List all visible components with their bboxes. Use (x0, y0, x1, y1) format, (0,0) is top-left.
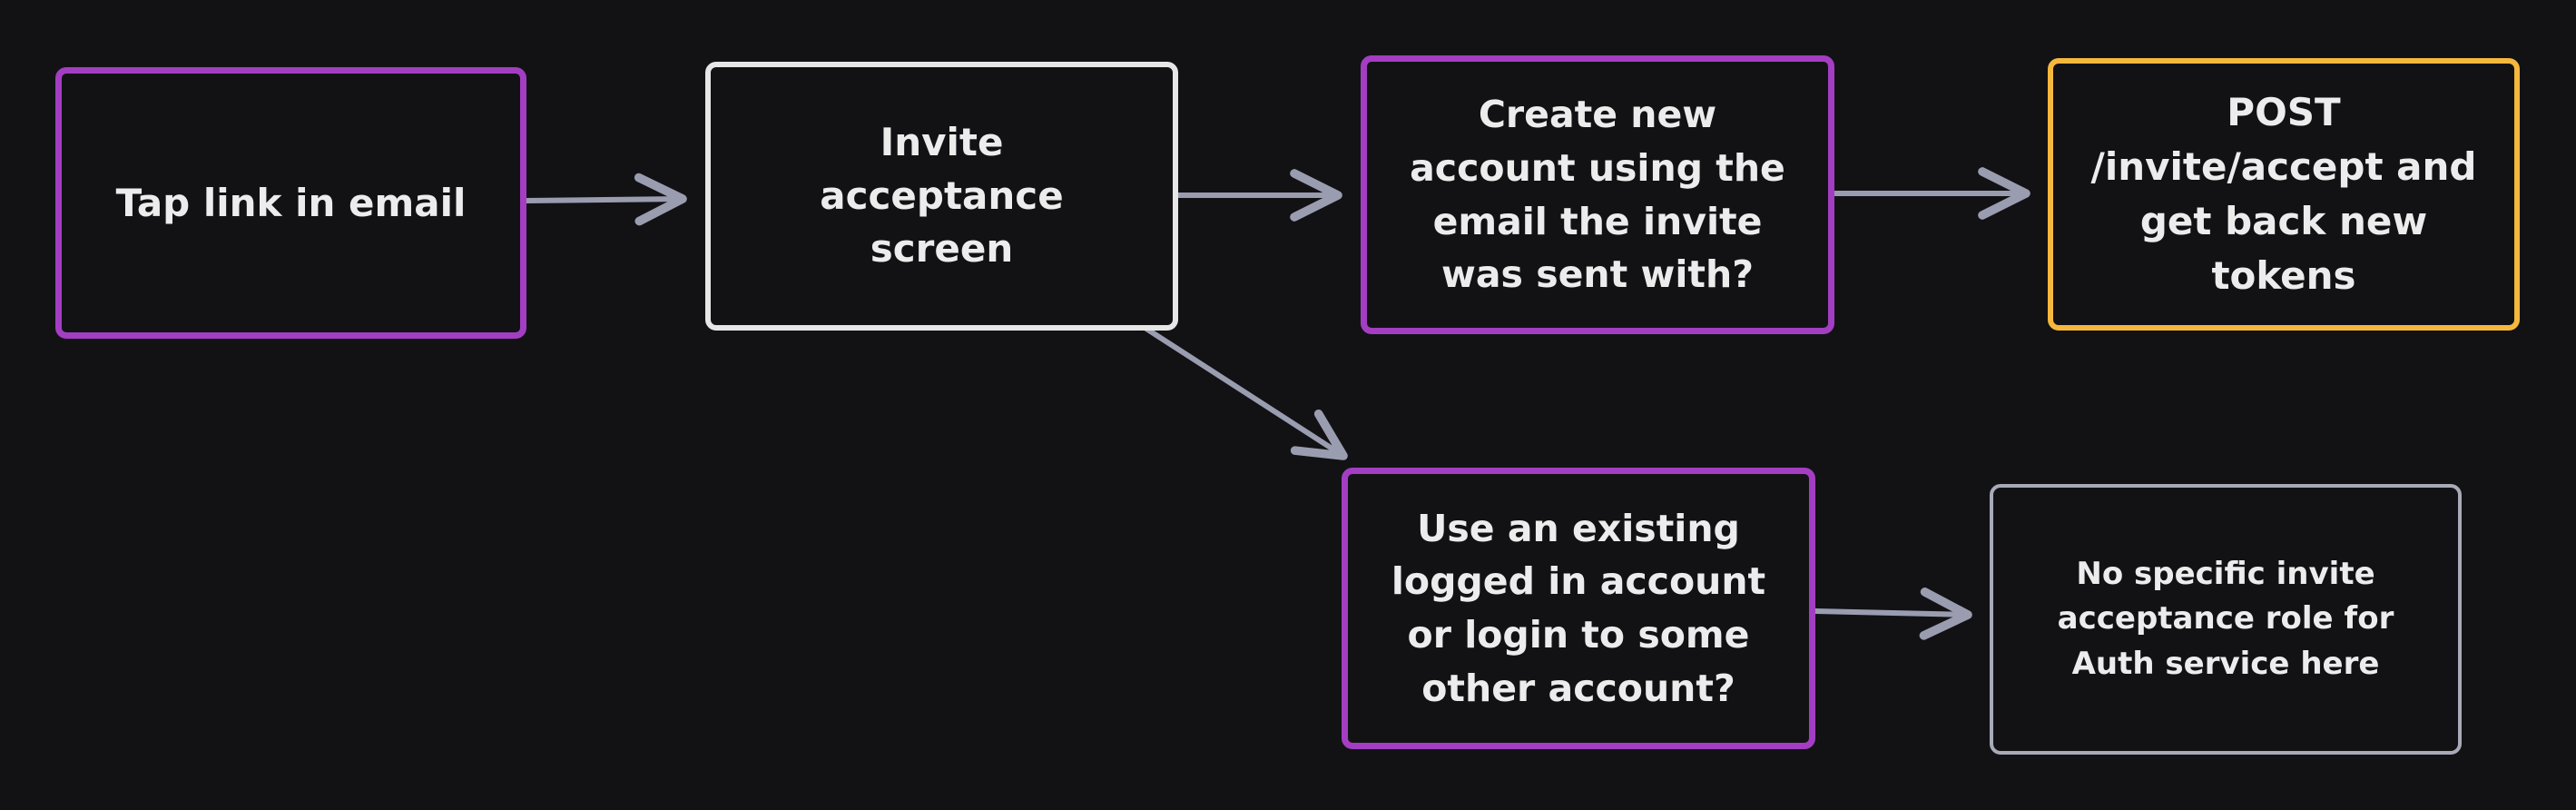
node-label: Create new account using the email the i… (1410, 93, 1785, 297)
node-label: Tap link in email (115, 181, 467, 225)
node-create-new-account: Create new account using the email the i… (1361, 55, 1834, 334)
node-invite-acceptance-screen: Invite acceptance screen (705, 62, 1178, 331)
node-label: Use an existing logged in account or log… (1391, 506, 1766, 710)
node-label: POST /invite/accept and get back new tok… (2090, 89, 2477, 299)
node-tap-link-in-email: Tap link in email (55, 67, 526, 339)
node-use-existing-account: Use an existing logged in account or log… (1342, 468, 1815, 749)
edge-use-existing-to-no-specific (1813, 588, 1972, 640)
edge-tap-to-invite (524, 173, 687, 226)
node-label: No specific invite acceptance role for A… (2057, 556, 2394, 682)
edge-invite-to-use-existing (1144, 326, 1348, 460)
node-no-specific-role: No specific invite acceptance role for A… (1990, 484, 2462, 755)
node-post-invite-accept: POST /invite/accept and get back new tok… (2048, 58, 2520, 331)
node-label: Invite acceptance screen (820, 119, 1064, 272)
